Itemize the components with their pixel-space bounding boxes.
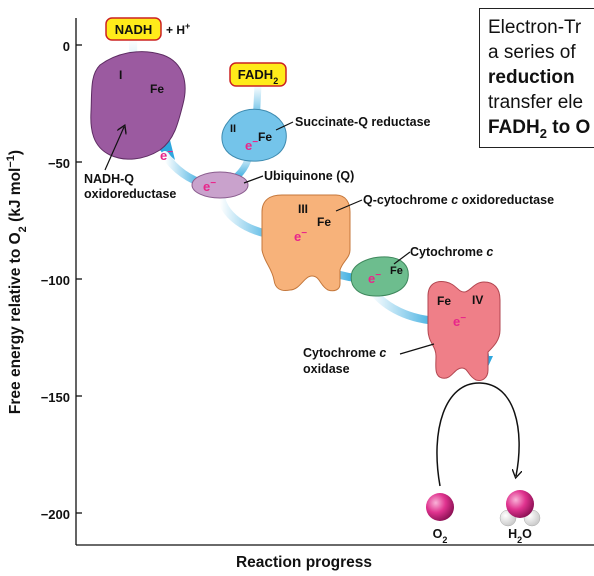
complex-i-shape xyxy=(90,51,186,160)
complex-iii-label-pointer xyxy=(335,199,363,212)
y-tick-label: 0 xyxy=(63,39,70,54)
cytochrome-c-shape xyxy=(350,256,409,297)
complex-ii-fe: Fe xyxy=(258,130,272,144)
h2o-oxygen xyxy=(506,490,534,518)
h2o-molecule: H2O xyxy=(499,490,541,545)
complex-iii: III Fe xyxy=(261,194,351,292)
cytochrome-c-fe: Fe xyxy=(390,265,403,277)
plus-h-label: + H+ xyxy=(166,21,190,37)
electron-c3: e− xyxy=(294,228,307,245)
y-axis: 0 −50 −100 −150 −200 xyxy=(41,18,82,545)
caption-line-1: Electron-Tr xyxy=(488,17,582,38)
complex-iv-numeral: IV xyxy=(472,293,483,307)
o2-molecule: O2 xyxy=(426,493,454,545)
caption-box: Electron-Tr a series of reduction transf… xyxy=(479,8,594,148)
complex-i-label-pointer xyxy=(104,127,124,171)
complex-iv-label-pointer xyxy=(399,343,435,355)
electron-cytc: e− xyxy=(368,270,381,287)
ubiquinone-label-pointer xyxy=(243,175,264,184)
fadh2-tag-label: FADH2 xyxy=(238,67,278,86)
complex-iv: Fe IV xyxy=(427,281,501,381)
electron-q: e− xyxy=(203,178,216,195)
complex-ii-label: Succinate-Q reductase xyxy=(295,115,431,129)
nadh-tag xyxy=(105,17,162,41)
y-tick-label: −200 xyxy=(41,507,70,522)
complex-iii-label: Q-cytochrome c oxidoreductase xyxy=(363,193,554,207)
electron-c2: e− xyxy=(245,137,258,154)
h2o-label: H2O xyxy=(508,527,532,545)
complex-i-label: NADH-Q oxidoreductase xyxy=(84,172,176,201)
complex-iv-shape xyxy=(427,281,501,381)
o2-label: O2 xyxy=(433,527,448,545)
cytochrome-c-label-pointer xyxy=(393,251,411,265)
ubiquinone xyxy=(191,171,249,199)
complex-i-fe: Fe xyxy=(150,82,164,96)
complex-ii-numeral: II xyxy=(230,123,236,135)
ubiquinone-shape xyxy=(191,171,249,199)
complex-ii-shape xyxy=(221,108,287,162)
x-axis-label: Reaction progress xyxy=(236,554,372,571)
complex-iii-numeral: III xyxy=(298,202,308,216)
fadh2-tag xyxy=(229,62,287,87)
electrons: e− e− e− e− e− e− xyxy=(160,137,466,330)
electron-c4: e− xyxy=(453,313,466,330)
fadh2-input: FADH2 xyxy=(229,62,287,87)
complex-ii-label-pointer xyxy=(275,121,294,131)
nadh-tag-label: NADH xyxy=(115,22,153,37)
oxygen-to-water-arc xyxy=(436,382,519,487)
y-tick-label: −150 xyxy=(41,390,70,405)
complex-iii-shape xyxy=(261,194,351,292)
caption-line-3: reduction xyxy=(488,67,575,88)
caption-line-2: a series of xyxy=(488,42,576,63)
nadh-input: NADH + H+ xyxy=(105,17,190,41)
cytochrome-c: Fe xyxy=(350,256,409,297)
complex-ii: II Fe xyxy=(221,108,287,162)
caption-line-4: transfer ele xyxy=(488,92,584,113)
y-axis-label: Free energy relative to O2 (kJ mol−1) xyxy=(5,150,29,414)
complex-i-numeral: I xyxy=(119,68,122,82)
complex-iv-fe: Fe xyxy=(437,294,451,308)
electron-c1: e− xyxy=(160,147,173,164)
y-tick-label: −50 xyxy=(48,156,70,171)
complex-iii-fe: Fe xyxy=(317,215,331,229)
caption-line-5: FADH2 to O xyxy=(488,117,591,141)
complex-iv-label: Cytochrome c oxidase xyxy=(303,346,390,376)
o2-sphere xyxy=(426,493,454,521)
ubiquinone-label: Ubiquinone (Q) xyxy=(264,169,354,183)
y-tick-label: −100 xyxy=(41,273,70,288)
cytochrome-c-label: Cytochrome c xyxy=(410,245,493,259)
complex-i: I Fe xyxy=(90,51,186,160)
